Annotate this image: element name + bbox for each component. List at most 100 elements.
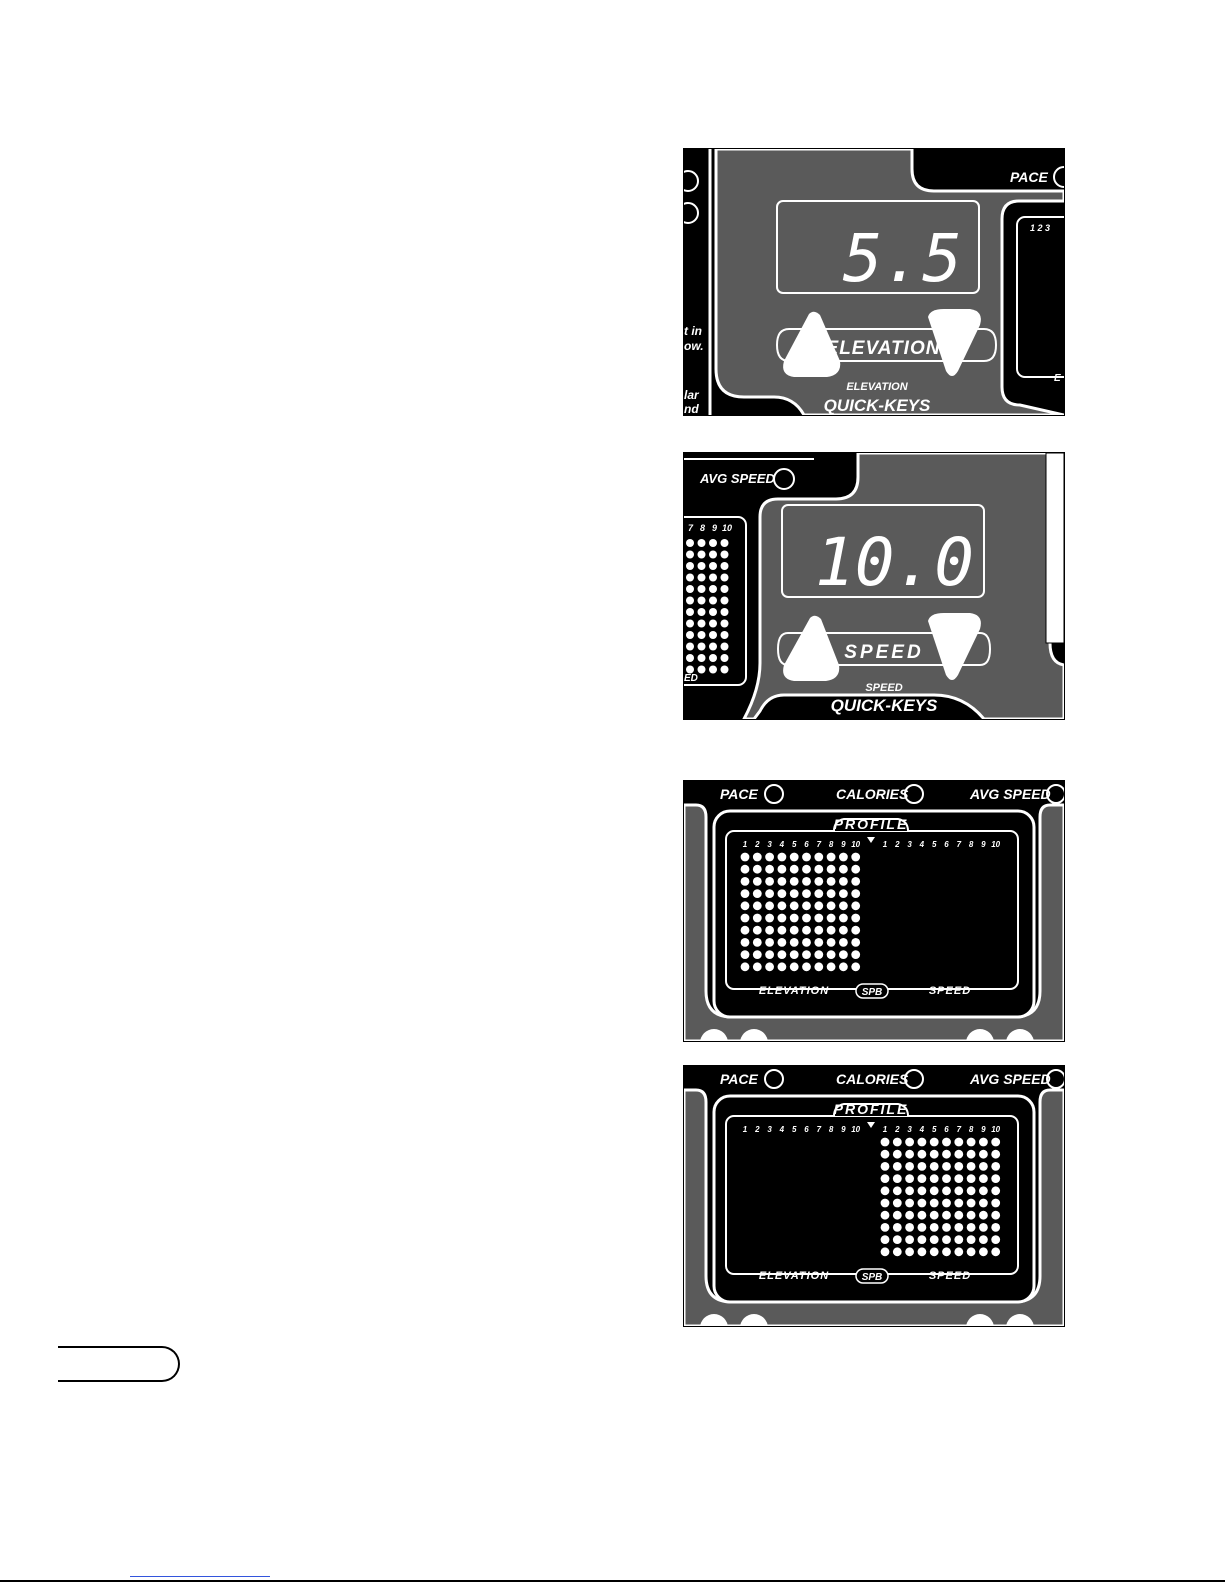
led-dot	[966, 1149, 976, 1159]
led-dot	[851, 864, 861, 874]
led-dot	[917, 1162, 927, 1171]
led-dot	[777, 913, 787, 923]
led-dot	[777, 938, 787, 947]
led-dot	[954, 1174, 964, 1183]
led-dot	[966, 1174, 976, 1183]
led-dot	[777, 962, 787, 972]
led-dot	[942, 1137, 951, 1147]
column-number: 1	[883, 1125, 888, 1134]
elevation-display-value: 5.5	[843, 220, 962, 297]
led-dot	[720, 665, 729, 674]
led-dot	[892, 1162, 902, 1171]
led-dot	[789, 938, 799, 947]
led-dot	[851, 877, 861, 886]
led-dot	[979, 1223, 988, 1232]
column-number: 1	[883, 840, 888, 849]
led-dot	[709, 642, 717, 651]
led-dot	[697, 665, 706, 674]
column-number: 9	[712, 523, 717, 533]
elevation-down-button[interactable]	[928, 309, 981, 376]
led-dot	[789, 962, 799, 972]
led-dot	[765, 889, 774, 898]
led-dot	[905, 1247, 914, 1257]
led-dot	[802, 864, 811, 874]
calories-label: CALORIES	[836, 1071, 909, 1087]
led-dot	[839, 913, 848, 923]
led-dot	[740, 938, 750, 947]
speed-display	[781, 504, 985, 598]
led-dot	[752, 852, 762, 862]
speed-display-value: 10.0	[815, 524, 974, 601]
led-dot	[709, 562, 717, 570]
led-dot	[697, 619, 706, 628]
led-dot	[839, 901, 848, 911]
led-dot	[839, 962, 848, 972]
led-dot	[686, 642, 694, 651]
led-dot	[802, 889, 811, 898]
led-dot	[991, 1162, 1001, 1171]
led-dot	[942, 1162, 951, 1171]
column-number: 9	[981, 1125, 986, 1134]
led-dot	[851, 901, 861, 911]
led-dot	[905, 1162, 914, 1171]
led-dot	[802, 938, 811, 947]
elevation-display	[776, 200, 980, 294]
led-dot	[929, 1247, 939, 1257]
elevation-dot-matrix	[740, 852, 861, 972]
led-dot	[814, 913, 824, 923]
led-dot	[826, 950, 836, 959]
led-dot	[709, 539, 717, 547]
led-dot	[686, 619, 694, 628]
column-number: 6	[944, 1125, 949, 1134]
led-dot	[917, 1149, 927, 1159]
speed-axis-label: SPEED	[929, 985, 971, 997]
speed-down-button[interactable]	[928, 613, 981, 680]
led-dot	[814, 938, 824, 947]
elevation-key-label: ELEVATION	[826, 338, 941, 359]
led-dot	[954, 1223, 964, 1232]
led-dot	[929, 1186, 939, 1196]
led-dot	[917, 1210, 927, 1220]
led-dot	[740, 901, 750, 911]
avg-speed-label: AVG SPEED	[969, 786, 1051, 802]
footer-rule	[0, 1580, 1225, 1582]
elevation-axis-label: ELEVATION	[759, 985, 829, 997]
column-number: 10	[991, 1125, 1000, 1134]
column-number: 9	[841, 840, 846, 849]
column-number: 2	[754, 1125, 760, 1134]
led-dot	[740, 925, 750, 935]
led-dot	[752, 901, 762, 911]
led-dot	[954, 1162, 964, 1171]
led-dot	[905, 1149, 914, 1159]
led-dot	[851, 889, 861, 898]
column-number: 10	[722, 523, 732, 533]
avg-speed-label: AVG SPEED	[699, 471, 776, 486]
led-dot	[752, 864, 762, 874]
left-knob-icon	[684, 170, 699, 192]
led-dot	[929, 1198, 939, 1208]
led-dot	[720, 654, 729, 662]
led-dot	[979, 1162, 988, 1171]
led-dot	[686, 585, 694, 593]
led-dot	[954, 1137, 964, 1147]
led-dot	[765, 913, 774, 923]
led-dot	[740, 950, 750, 959]
led-dot	[979, 1198, 988, 1208]
led-dot	[942, 1247, 951, 1257]
led-dot	[954, 1247, 964, 1257]
speed-up-button[interactable]	[783, 615, 840, 681]
led-dot	[789, 925, 799, 935]
column-number: 4	[919, 1125, 925, 1134]
led-dot	[917, 1137, 927, 1147]
led-dot	[851, 938, 861, 947]
led-dot	[777, 925, 787, 935]
led-dot	[709, 608, 717, 616]
led-dot	[720, 619, 729, 628]
led-dot	[720, 585, 729, 593]
led-dot	[686, 596, 694, 605]
led-dot	[814, 925, 824, 935]
led-dot	[826, 962, 836, 972]
led-dot	[917, 1186, 927, 1196]
elevation-up-button[interactable]	[783, 311, 841, 377]
